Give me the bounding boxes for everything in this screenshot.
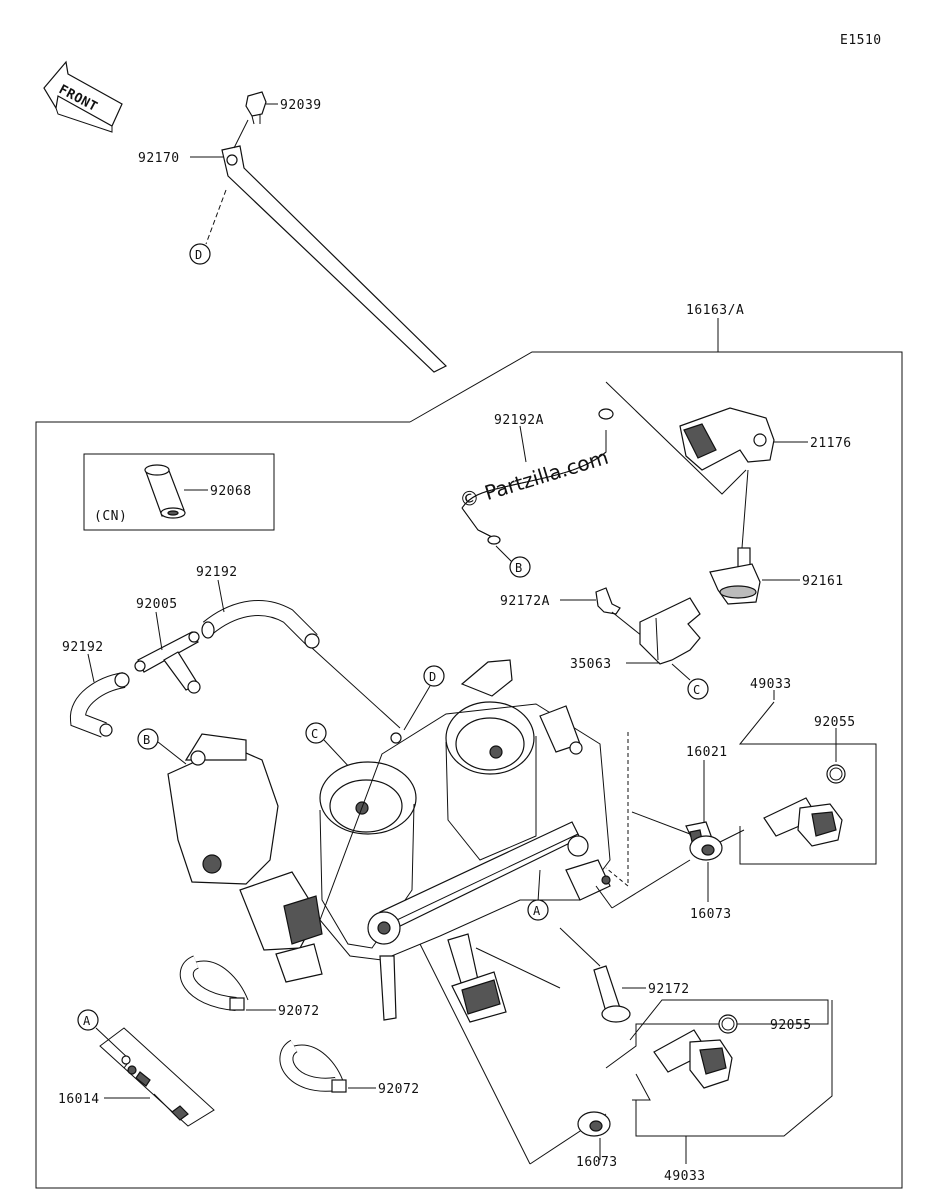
hose-92192A bbox=[461, 408, 614, 545]
label-92068: 92068 bbox=[210, 484, 252, 499]
label-21176: 21176 bbox=[810, 436, 852, 451]
ref-a-bottom: A bbox=[83, 1014, 91, 1028]
label-16021: 16021 bbox=[686, 745, 728, 760]
hose-92192-left bbox=[70, 672, 130, 738]
bolt-92172 bbox=[593, 965, 631, 1023]
label-92161: 92161 bbox=[802, 574, 844, 589]
ref-c-bracket: C bbox=[693, 683, 700, 697]
sensor-21176 bbox=[679, 407, 775, 471]
label-92039: 92039 bbox=[280, 98, 322, 113]
throttle-body bbox=[167, 659, 611, 1023]
tjoint-92005 bbox=[134, 631, 201, 694]
assembly-frame bbox=[35, 351, 903, 1189]
label-49033-bottom: 49033 bbox=[664, 1169, 706, 1184]
label-16014: 16014 bbox=[58, 1092, 100, 1107]
ref-d-mid: D bbox=[429, 670, 436, 684]
seal-92161 bbox=[709, 547, 761, 605]
front-arrow-icon: FRONT bbox=[43, 60, 123, 133]
label-92192A: 92192A bbox=[494, 413, 544, 428]
label-92172: 92172 bbox=[648, 982, 690, 997]
label-16073-right: 16073 bbox=[690, 907, 732, 922]
label-92055-top: 92055 bbox=[814, 715, 856, 730]
clamp-92072-lower bbox=[279, 1039, 347, 1093]
label-92005: 92005 bbox=[136, 597, 178, 612]
ref-b-left: B bbox=[143, 733, 150, 747]
clamp-92072-upper bbox=[179, 955, 249, 1011]
ref-b-hose: B bbox=[515, 561, 522, 575]
watermark: © Partzilla.com bbox=[456, 445, 611, 513]
screw-kit-16014 bbox=[121, 1055, 189, 1121]
cap-92068 bbox=[144, 464, 186, 519]
ref-a-center: A bbox=[533, 904, 541, 918]
label-92192-left: 92192 bbox=[62, 640, 104, 655]
strap-92170 bbox=[221, 119, 448, 373]
label-92072-lower: 92072 bbox=[378, 1082, 420, 1097]
label-92192-top: 92192 bbox=[196, 565, 238, 580]
hose-92192-top bbox=[201, 600, 320, 649]
ref-c-left: C bbox=[311, 727, 318, 741]
label-35063: 35063 bbox=[570, 657, 612, 672]
cn-box bbox=[83, 453, 275, 531]
label-16163: 16163/A bbox=[686, 303, 744, 318]
washer-16073-right bbox=[689, 835, 723, 861]
label-92055-bottom: 92055 bbox=[770, 1018, 812, 1033]
label-16073-bottom: 16073 bbox=[576, 1155, 618, 1170]
injector-49033-top bbox=[763, 797, 843, 847]
screw-92172A bbox=[595, 587, 621, 615]
bracket-35063 bbox=[639, 597, 701, 665]
diagram-code: E1510 bbox=[840, 33, 882, 48]
label-92172A: 92172A bbox=[500, 594, 550, 609]
ref-d-top: D bbox=[195, 248, 202, 262]
injector-49033-bottom bbox=[653, 1029, 733, 1089]
label-92170: 92170 bbox=[138, 151, 180, 166]
cn-label: (CN) bbox=[94, 509, 127, 524]
clip-92039 bbox=[245, 91, 278, 125]
label-49033-top: 49033 bbox=[750, 677, 792, 692]
washer-16073-bottom bbox=[577, 1111, 611, 1137]
label-92072-upper: 92072 bbox=[278, 1004, 320, 1019]
